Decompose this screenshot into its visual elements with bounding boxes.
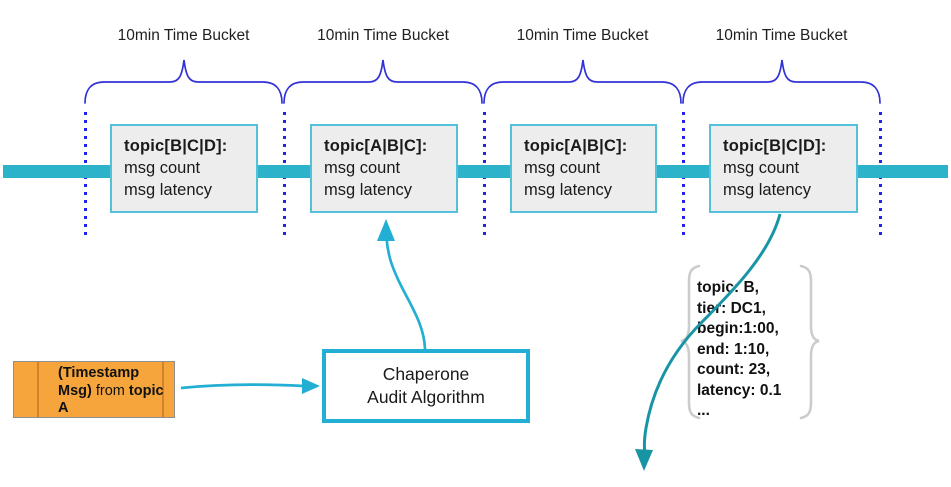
topic-box-line: msg latency [124, 181, 213, 199]
timestamp-msg-from: from [95, 382, 125, 399]
audit-record-right-brace [799, 264, 820, 420]
bucket-emit-audit-msg-arrowhead [635, 449, 653, 471]
bucket-label-2: 10min Time Bucket [317, 27, 449, 44]
topic-box-title: topic[A|B|C]: [324, 137, 428, 155]
algorithm-to-bucket-arrowhead [377, 219, 395, 241]
topic-metrics-box-2: topic[A|B|C]: msg count msg latency [310, 124, 458, 213]
topic-metrics-box-4: topic[B|C|D]: msg count msg latency [709, 124, 858, 213]
bucket-label-3: 10min Time Bucket [516, 27, 649, 44]
timestamp-msg-topic: topic A [58, 382, 164, 417]
timestamp-to-algorithm-arrow [180, 383, 305, 390]
topic-box-title: topic[B|C|D]: [723, 137, 827, 155]
bucket-brace-2 [283, 59, 483, 104]
topic-box-line: msg latency [524, 181, 613, 199]
audit-record-line: count: 23, [697, 361, 771, 378]
bucket-label-1: 10min Time Bucket [117, 27, 250, 44]
topic-box-line: msg count [524, 159, 601, 177]
timestamp-msg-box: (Timestamp Msg) from topic A [13, 361, 175, 418]
topic-box-title: topic[A|B|C]: [524, 137, 628, 155]
bucket-brace-1 [84, 59, 283, 104]
topic-box-line: msg latency [324, 181, 413, 199]
bucket-brace-4 [682, 59, 881, 104]
timestamp-to-algorithm-arrowhead [302, 378, 320, 394]
timestamp-msg-bold: (Timestamp Msg) [58, 365, 140, 399]
bucket-brace-3 [483, 59, 682, 104]
timestamp-box-divider [37, 362, 39, 417]
audit-record-line: ... [697, 402, 710, 419]
timestamp-msg-text: (Timestamp Msg) from topic A [58, 365, 176, 418]
topic-metrics-box-3: topic[A|B|C]: msg count msg latency [510, 124, 657, 213]
topic-box-line: msg count [324, 159, 401, 177]
audit-record-line: end: 1:10, [697, 340, 770, 358]
chaperone-audit-algorithm-box: Chaperone Audit Algorithm [322, 349, 530, 423]
timestamp-box-divider [162, 362, 164, 417]
topic-box-line: msg count [124, 159, 201, 177]
topic-box-line: msg count [723, 159, 800, 177]
bucket-label-4: 10min Time Bucket [715, 27, 848, 44]
chaperone-box-line1: Chaperone [382, 364, 470, 384]
audit-record-line: tier: DC1, [697, 299, 766, 317]
topic-box-title: topic[B|C|D]: [124, 137, 228, 155]
audit-record-line: latency: 0.1 [697, 381, 782, 399]
topic-metrics-box-1: topic[B|C|D]: msg count msg latency [110, 124, 258, 213]
chaperone-box-line2: Audit Algorithm [367, 387, 485, 407]
algorithm-to-bucket-arrow [385, 237, 427, 350]
topic-box-line: msg latency [723, 181, 812, 199]
audit-record-line: begin:1:00, [697, 320, 779, 337]
audit-record-text: topic: B, tier: DC1, begin:1:00, end: 1:… [697, 278, 797, 422]
audit-record-line: topic: B, [697, 279, 759, 296]
